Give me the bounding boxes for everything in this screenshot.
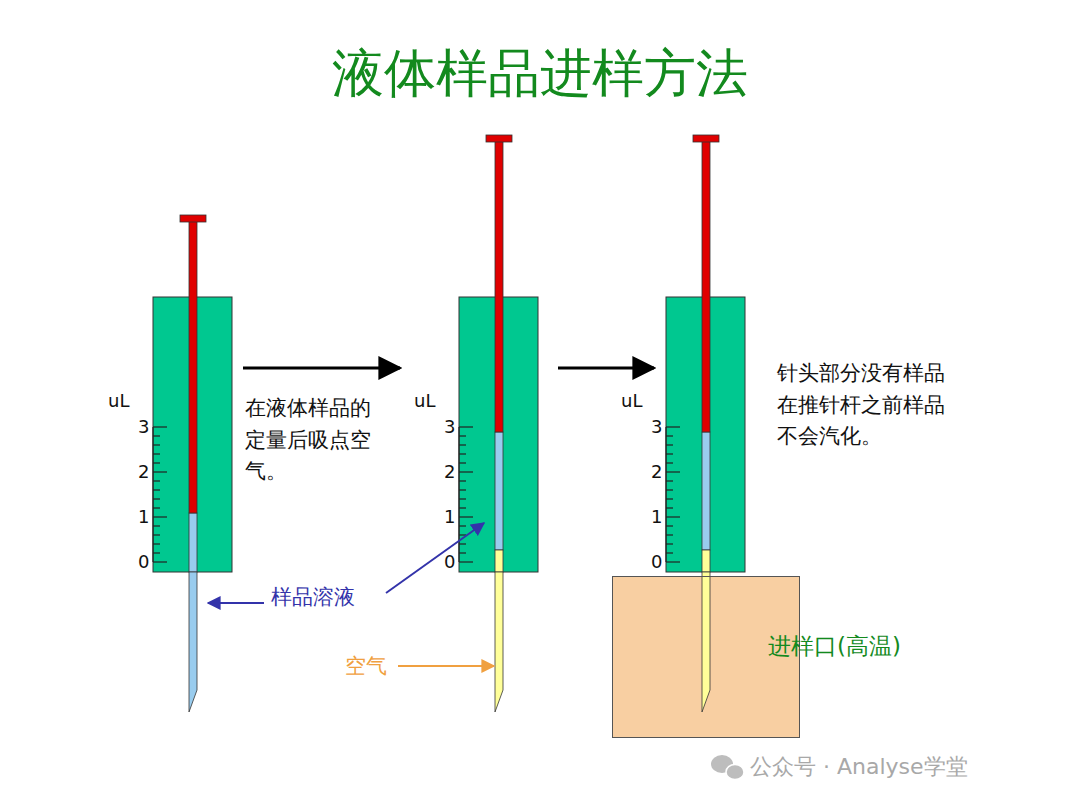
sample-liquid — [702, 432, 710, 550]
scale-tick — [153, 435, 160, 436]
scale-tick — [153, 426, 167, 427]
scale-tick — [459, 561, 473, 562]
scale-tick — [459, 462, 466, 463]
scale-tick — [459, 525, 466, 526]
scale-tick — [666, 462, 673, 463]
scale-number: 0 — [444, 551, 455, 573]
air-callout: 空气 — [345, 654, 387, 679]
scale-tick — [666, 480, 673, 481]
plunger-rod — [189, 221, 197, 513]
scale-tick — [153, 516, 167, 517]
diagram-title: 液体样品进样方法 — [0, 42, 1080, 104]
plunger-cap — [180, 215, 206, 222]
scale-tick — [666, 489, 673, 490]
scale-tick — [153, 471, 167, 472]
scale-number: 2 — [138, 461, 149, 483]
scale-tick — [459, 498, 466, 499]
scale-number: 1 — [444, 506, 455, 528]
plunger-cap — [486, 135, 512, 142]
unit-label: uL — [621, 390, 642, 412]
scale-number: 3 — [444, 416, 455, 438]
scale-tick — [666, 426, 680, 427]
scale-tick — [153, 444, 160, 445]
scale-number: 1 — [138, 506, 149, 528]
scale-tick — [459, 435, 466, 436]
sample-callout: 样品溶液 — [271, 585, 355, 610]
sample-liquid — [189, 513, 197, 572]
injection-port: 进样口(高温) — [612, 576, 800, 738]
step-note: 针头部分没有样品在推针杆之前样品不会汽化。 — [777, 358, 958, 453]
scale-tick — [666, 444, 673, 445]
sample-liquid — [495, 432, 503, 550]
scale-tick — [153, 498, 160, 499]
scale-tick — [666, 498, 673, 499]
scale-tick — [153, 561, 167, 562]
scale-tick — [666, 507, 673, 508]
scale-tick — [153, 462, 160, 463]
scale-axis — [152, 427, 153, 562]
scale-number: 0 — [138, 551, 149, 573]
scale-tick — [459, 480, 466, 481]
scale-tick — [459, 552, 466, 553]
scale-tick — [459, 507, 466, 508]
scale-tick — [666, 525, 673, 526]
unit-label: uL — [414, 390, 435, 412]
scale-tick — [459, 489, 466, 490]
scale-number: 2 — [651, 461, 662, 483]
scale-tick — [153, 543, 160, 544]
scale-tick — [459, 444, 466, 445]
scale-tick — [153, 507, 160, 508]
scale-tick — [666, 561, 680, 562]
scale-tick — [153, 525, 160, 526]
step-note: 在液体样品的定量后吸点空气。 — [245, 393, 384, 488]
scale-tick — [459, 543, 466, 544]
unit-label: uL — [108, 390, 129, 412]
scale-tick — [666, 435, 673, 436]
scale-tick — [666, 552, 673, 553]
scale-axis — [665, 427, 666, 562]
plunger-rod — [702, 141, 710, 432]
scale-tick — [459, 471, 473, 472]
scale-tick — [153, 480, 160, 481]
scale-tick — [666, 516, 680, 517]
scale-tick — [459, 453, 466, 454]
scale-tick — [666, 471, 680, 472]
scale-number: 2 — [444, 461, 455, 483]
scale-tick — [153, 489, 160, 490]
scale-tick — [459, 426, 473, 427]
scale-tick — [153, 534, 160, 535]
port-label: 进样口(高温) — [768, 633, 901, 661]
scale-tick — [459, 516, 473, 517]
scale-number: 0 — [651, 551, 662, 573]
needle — [495, 572, 503, 712]
scale-tick — [666, 534, 673, 535]
scale-number: 3 — [138, 416, 149, 438]
needle — [189, 572, 197, 712]
scale-tick — [666, 543, 673, 544]
air-gap — [702, 550, 710, 572]
plunger-cap — [693, 135, 719, 142]
scale-tick — [153, 552, 160, 553]
needle — [702, 572, 710, 712]
watermark: 公众号 · Analyse学堂 — [750, 754, 968, 780]
air-gap — [495, 550, 503, 572]
scale-number: 3 — [651, 416, 662, 438]
scale-tick — [666, 453, 673, 454]
plunger-rod — [495, 141, 503, 432]
scale-number: 1 — [651, 506, 662, 528]
scale-tick — [153, 453, 160, 454]
